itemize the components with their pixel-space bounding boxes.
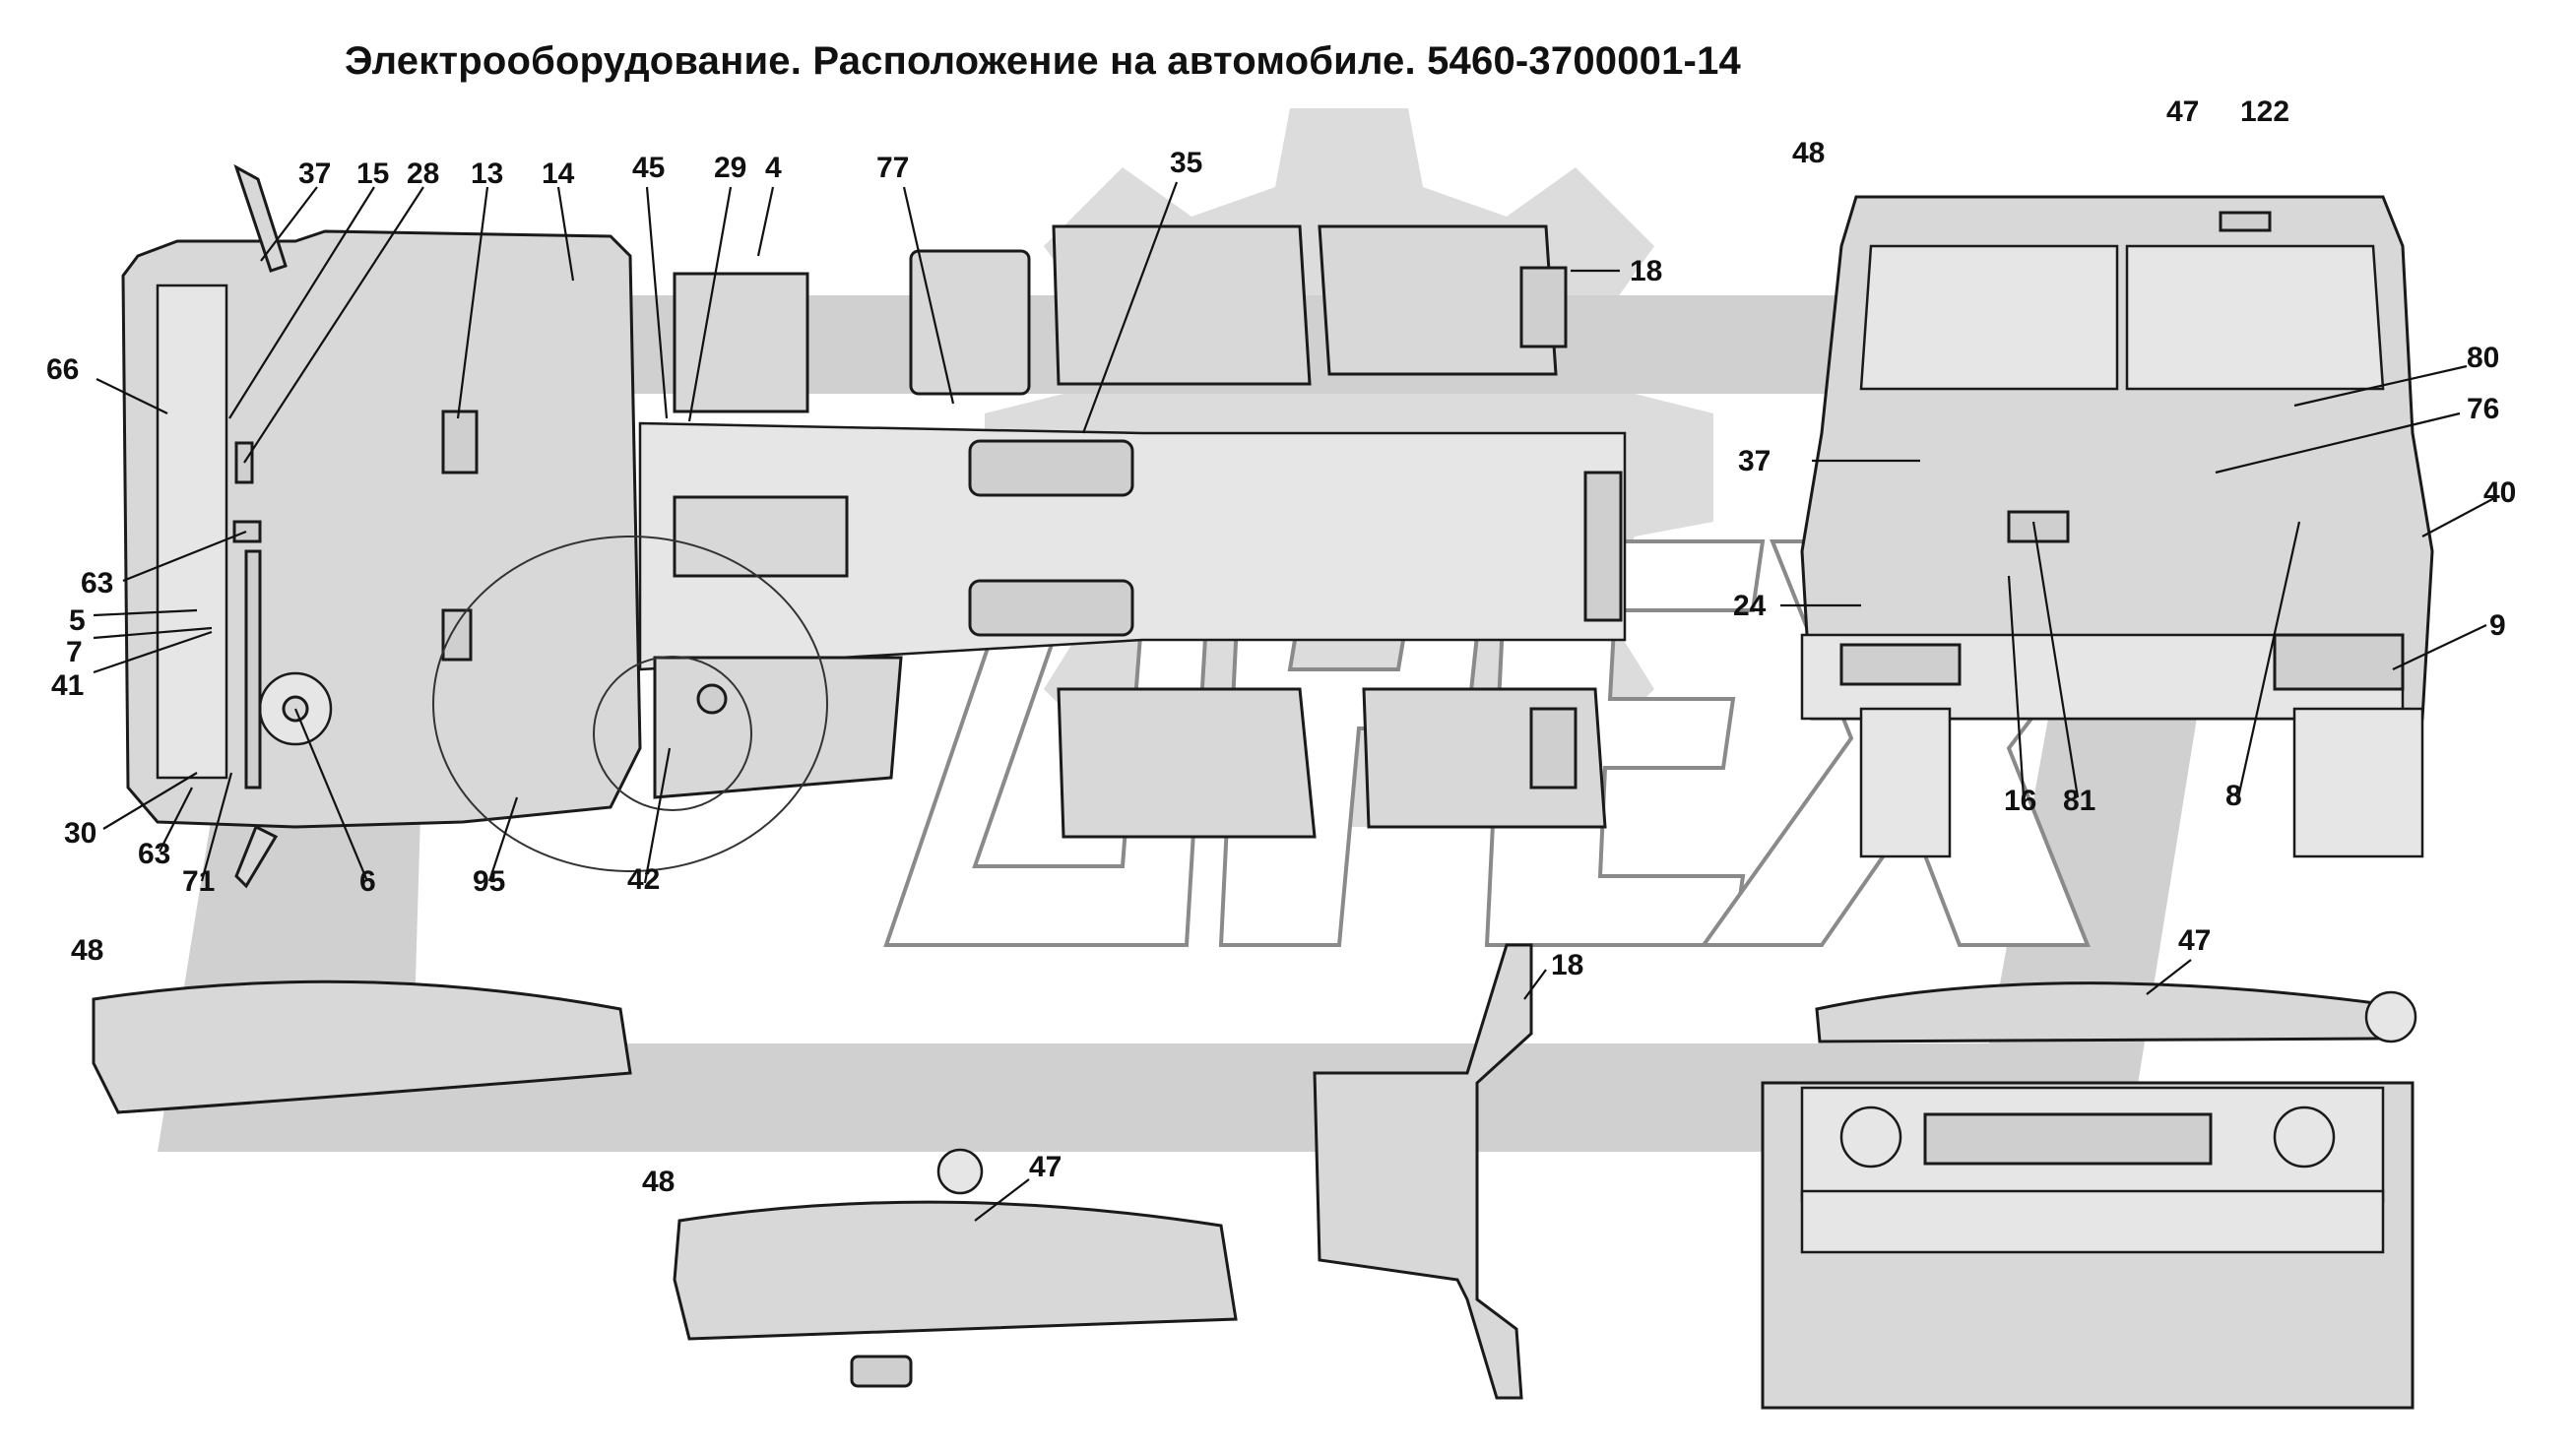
callout-6: 6 [359, 865, 376, 898]
component-122-lamp [2219, 211, 2272, 232]
callout-28: 28 [407, 158, 439, 190]
wheel-right [2292, 707, 2424, 858]
component-4-box [673, 272, 809, 413]
component-18-bracket [1313, 943, 1533, 1400]
front-grille-view [1761, 1081, 2415, 1410]
callout-41: 41 [51, 669, 84, 702]
fuel-tank-upper-left [1052, 224, 1312, 386]
callout-47-front: 47 [2166, 95, 2199, 128]
component-9-headlamp [2273, 633, 2405, 691]
windshield-left [1859, 244, 2119, 391]
roof-panel-right [1815, 981, 2390, 1043]
callout-35: 35 [1170, 147, 1202, 179]
diagram-title: Электрооборудование. Расположение на авт… [345, 39, 1741, 83]
callout-29: 29 [714, 152, 746, 184]
detail-circle-large [432, 536, 828, 872]
roof-panel-center [673, 1200, 1238, 1341]
callout-37-top: 37 [298, 158, 331, 190]
fuel-tank-lower-mid [1057, 687, 1317, 839]
callout-71: 71 [182, 865, 215, 898]
fuel-tank-upper-right [1318, 224, 1558, 376]
callout-18-bracket: 18 [1551, 949, 1583, 981]
callout-4: 4 [765, 152, 782, 184]
battery-box [673, 495, 849, 578]
callout-8: 8 [2225, 780, 2242, 812]
dashboard-panel [156, 284, 228, 780]
callout-81: 81 [2063, 785, 2095, 817]
callout-30: 30 [64, 817, 97, 850]
callout-63-lower: 63 [138, 838, 170, 870]
wheel-left [1859, 707, 1952, 858]
cab-top-view [121, 163, 642, 889]
leader-lines [93, 181, 2497, 1222]
beacon-lamp-right [2364, 990, 2417, 1043]
callout-80: 80 [2467, 342, 2499, 374]
component-42-sensor [696, 683, 728, 715]
callout-48-front: 48 [1792, 137, 1825, 169]
callout-45: 45 [632, 152, 665, 184]
beacon-lamp-center [936, 1148, 984, 1195]
switch-63-top [232, 520, 262, 543]
callout-5: 5 [69, 604, 86, 637]
callout-9: 9 [2489, 609, 2506, 642]
callout-77: 77 [876, 152, 909, 184]
component-13-box [441, 410, 479, 474]
callout-122: 122 [2240, 95, 2289, 128]
callout-18-upper: 18 [1630, 255, 1662, 287]
grille-slats [1923, 1112, 2213, 1166]
callout-47-roof-right: 47 [2178, 924, 2211, 957]
callout-15: 15 [356, 158, 389, 190]
detail-circle-small [593, 656, 752, 811]
frame-rails [638, 421, 1627, 671]
callout-47-roof-center: 47 [1029, 1151, 1062, 1183]
component-77-filter [909, 249, 1031, 396]
callout-7: 7 [66, 636, 83, 668]
control-switch-block [850, 1355, 913, 1388]
cab-vent-box [441, 608, 473, 662]
callout-labels: 37 15 28 13 14 45 29 4 77 35 18 66 63 5 … [46, 95, 2516, 1198]
callout-48-roof-center: 48 [642, 1166, 675, 1198]
fuel-tank-lower-left [653, 656, 903, 799]
grille-headlamp-right [2273, 1106, 2336, 1169]
headlamp-left [1839, 643, 1962, 686]
chassis-frame [432, 224, 1627, 872]
receiver-upper [968, 439, 1134, 497]
callout-37-front: 37 [1738, 445, 1771, 477]
harness-dash [244, 549, 262, 790]
callout-76: 76 [2467, 393, 2499, 425]
callout-48-roof-left: 48 [71, 934, 103, 967]
callout-66: 66 [46, 353, 79, 386]
component-18-lower [1529, 707, 1578, 790]
cab-front-view [1800, 195, 2434, 858]
callout-63-upper: 63 [81, 567, 113, 600]
component-81-block [2007, 510, 2070, 543]
right-mirror-top [234, 824, 279, 889]
windshield-right [2125, 244, 2385, 391]
callout-13: 13 [471, 158, 503, 190]
callout-16: 16 [2004, 785, 2036, 817]
frame-end [1583, 471, 1623, 622]
callout-14: 14 [542, 158, 575, 190]
grille-bumper [1800, 1189, 2385, 1254]
callout-24: 24 [1733, 590, 1767, 622]
callout-95: 95 [473, 865, 505, 898]
callout-40: 40 [2483, 476, 2516, 509]
grille-headlamp-left [1839, 1106, 1902, 1169]
roof-panel-left [92, 979, 632, 1114]
callout-42: 42 [627, 863, 660, 896]
component-18-upper [1519, 266, 1568, 348]
receiver-lower [968, 579, 1134, 637]
